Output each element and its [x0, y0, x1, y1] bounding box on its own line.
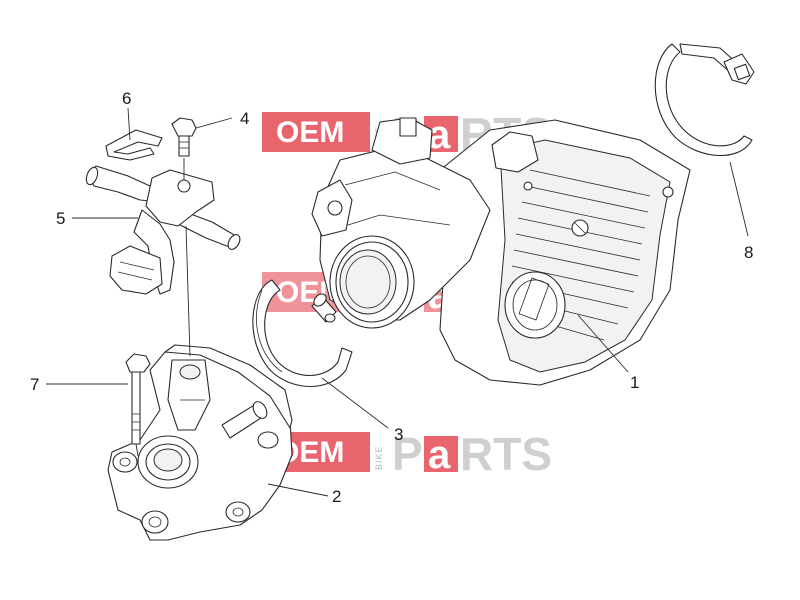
- throttle-body: [311, 117, 691, 386]
- svg-text:a: a: [428, 113, 451, 157]
- hose-fitting: [311, 293, 337, 323]
- leader-lines: [46, 107, 749, 497]
- callout-numbers: 1 2 3 4 5 6 7 8: [30, 89, 753, 506]
- callout-2: 2: [332, 487, 341, 506]
- callout-5: 5: [56, 209, 65, 228]
- leader-3: [321, 377, 389, 429]
- callout-4: 4: [240, 109, 249, 128]
- svg-text:a: a: [428, 433, 451, 477]
- svg-text:P: P: [392, 428, 423, 480]
- leader-4: [195, 117, 233, 129]
- svg-text:OEM: OEM: [276, 116, 344, 149]
- callout-6: 6: [122, 89, 131, 108]
- callout-1: 1: [630, 373, 639, 392]
- bolt-4: [171, 117, 197, 157]
- watermark-bottom: OEM BIKE P a RTS: [262, 428, 552, 480]
- callout-3: 3: [394, 425, 403, 444]
- callout-7: 7: [30, 375, 39, 394]
- guide-bolt-7: [135, 443, 139, 457]
- intake-manifold: [107, 344, 293, 541]
- guide-injector: [185, 225, 191, 357]
- clamp-large: [654, 43, 755, 157]
- callout-8: 8: [744, 243, 753, 262]
- leader-1: [577, 314, 629, 373]
- leader-6: [127, 107, 131, 141]
- clamp-small: [252, 279, 353, 388]
- svg-text:BIKE: BIKE: [374, 445, 384, 470]
- svg-text:RTS: RTS: [460, 428, 552, 480]
- leader-8: [729, 161, 749, 237]
- fuel-injector: [85, 165, 241, 295]
- leader-2: [267, 483, 329, 497]
- retaining-clip: [105, 129, 163, 161]
